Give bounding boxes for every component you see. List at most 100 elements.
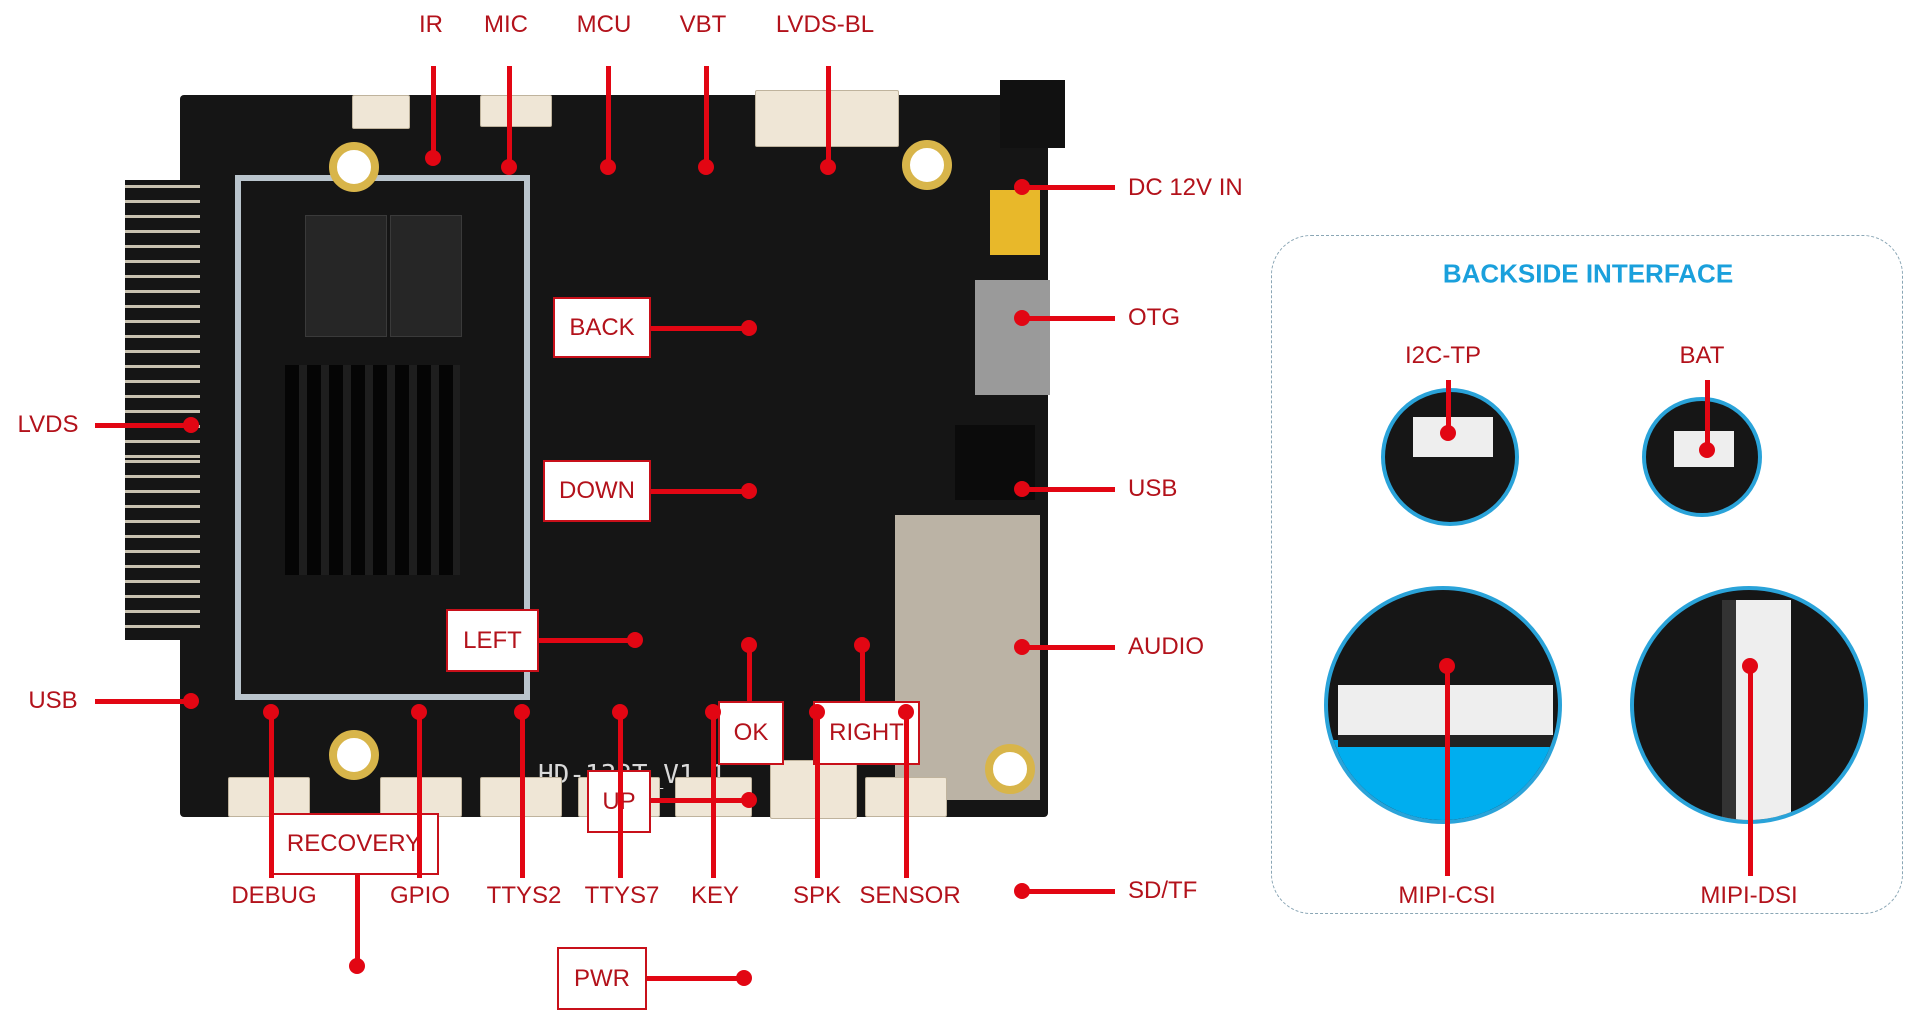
marker-dot xyxy=(820,159,836,175)
mount-hole xyxy=(329,730,379,780)
leader-line xyxy=(747,645,752,701)
otg-port xyxy=(990,190,1040,255)
leader-line xyxy=(1022,889,1115,894)
label-sd-tf: SD/TF xyxy=(1128,877,1198,904)
leader-line xyxy=(355,875,360,966)
marker-dot xyxy=(1699,442,1715,458)
label-usb-header: USB xyxy=(28,687,78,714)
usb-pin-header xyxy=(125,460,200,640)
backside-panel xyxy=(1271,235,1903,914)
label-ttys7: TTYS7 xyxy=(584,882,660,909)
heatsink xyxy=(285,365,460,575)
leader-line xyxy=(618,712,623,878)
mount-hole xyxy=(902,140,952,190)
label-ttys2: TTYS2 xyxy=(486,882,562,909)
marker-dot xyxy=(1014,481,1030,497)
lvds-pin-header xyxy=(125,180,200,515)
marker-dot xyxy=(1439,658,1455,674)
callout-down: DOWN xyxy=(543,460,651,522)
marker-dot xyxy=(600,159,616,175)
label-mic: MIC xyxy=(484,11,528,38)
marker-dot xyxy=(1014,883,1030,899)
label-sensor: SENSOR xyxy=(859,882,961,909)
label-key: KEY xyxy=(690,882,740,909)
leader-line xyxy=(539,638,635,643)
marker-dot xyxy=(741,792,757,808)
mcu-connector xyxy=(480,95,552,127)
callout-ok: OK xyxy=(718,701,784,765)
leader-line xyxy=(826,66,831,167)
marker-dot xyxy=(741,320,757,336)
marker-dot xyxy=(1742,658,1758,674)
marker-dot xyxy=(425,150,441,166)
marker-dot xyxy=(627,632,643,648)
callout-recovery: RECOVERY xyxy=(269,813,439,875)
leader-line xyxy=(704,66,709,167)
mount-hole xyxy=(985,744,1035,794)
label-otg: OTG xyxy=(1128,304,1180,331)
label-spk: SPK xyxy=(792,882,842,909)
leader-line xyxy=(647,976,744,981)
label-debug: DEBUG xyxy=(231,882,317,909)
bat-closeup xyxy=(1642,397,1762,517)
label-bat: BAT xyxy=(1679,342,1725,369)
mount-hole xyxy=(329,142,379,192)
marker-dot xyxy=(501,159,517,175)
marker-dot xyxy=(1014,179,1030,195)
pcb-board: HD-133T_V1.1 xyxy=(125,80,1065,819)
label-mcu: MCU xyxy=(576,11,632,38)
leader-line xyxy=(1445,666,1450,876)
label-i2c-tp: I2C-TP xyxy=(1404,342,1482,369)
marker-dot xyxy=(349,958,365,974)
marker-dot xyxy=(1014,639,1030,655)
label-dc-12v-in: DC 12V IN xyxy=(1128,174,1243,201)
leader-line xyxy=(417,712,422,878)
leader-line xyxy=(1705,380,1710,452)
leader-line xyxy=(1022,185,1115,190)
leader-line xyxy=(904,712,909,878)
marker-dot xyxy=(183,693,199,709)
callout-pwr: PWR xyxy=(557,947,647,1010)
leader-line xyxy=(269,712,274,878)
leader-line xyxy=(95,423,191,428)
label-lvds: LVDS xyxy=(17,411,79,438)
leader-line xyxy=(651,798,749,803)
leader-line xyxy=(431,66,436,158)
leader-line xyxy=(1446,380,1451,435)
leader-line xyxy=(651,326,749,331)
marker-dot xyxy=(183,417,199,433)
shield-frame xyxy=(235,175,530,700)
dc-jack xyxy=(1000,80,1065,148)
leader-line xyxy=(1022,316,1115,321)
callout-left: LEFT xyxy=(446,609,539,672)
leader-line xyxy=(711,712,716,878)
marker-dot xyxy=(698,159,714,175)
marker-dot xyxy=(854,637,870,653)
leader-line xyxy=(860,645,865,701)
mipi-csi-closeup xyxy=(1324,586,1562,824)
leader-line xyxy=(1022,645,1115,650)
spk-connector xyxy=(770,760,857,819)
leader-line xyxy=(815,712,820,878)
backside-title: BACKSIDE INTERFACE xyxy=(1442,258,1734,289)
label-mipi-dsi: MIPI-DSI xyxy=(1700,882,1798,909)
marker-dot xyxy=(1014,310,1030,326)
marker-dot xyxy=(1440,425,1456,441)
label-ir: IR xyxy=(419,11,443,38)
label-mipi-csi: MIPI-CSI xyxy=(1398,882,1496,909)
label-lvds-bl: LVDS-BL xyxy=(775,11,875,38)
label-usb-host: USB xyxy=(1128,475,1178,502)
usb-host-port xyxy=(975,280,1050,395)
leader-line xyxy=(507,66,512,167)
leader-line xyxy=(95,699,191,704)
marker-dot xyxy=(736,970,752,986)
leader-line xyxy=(1022,487,1115,492)
memory-chip xyxy=(305,215,387,337)
leader-line xyxy=(1748,666,1753,876)
leader-line xyxy=(520,712,525,878)
marker-dot xyxy=(741,637,757,653)
ir-connector xyxy=(352,95,410,129)
memory-chip xyxy=(390,215,462,337)
label-vbt: VBT xyxy=(679,11,727,38)
marker-dot xyxy=(741,483,757,499)
